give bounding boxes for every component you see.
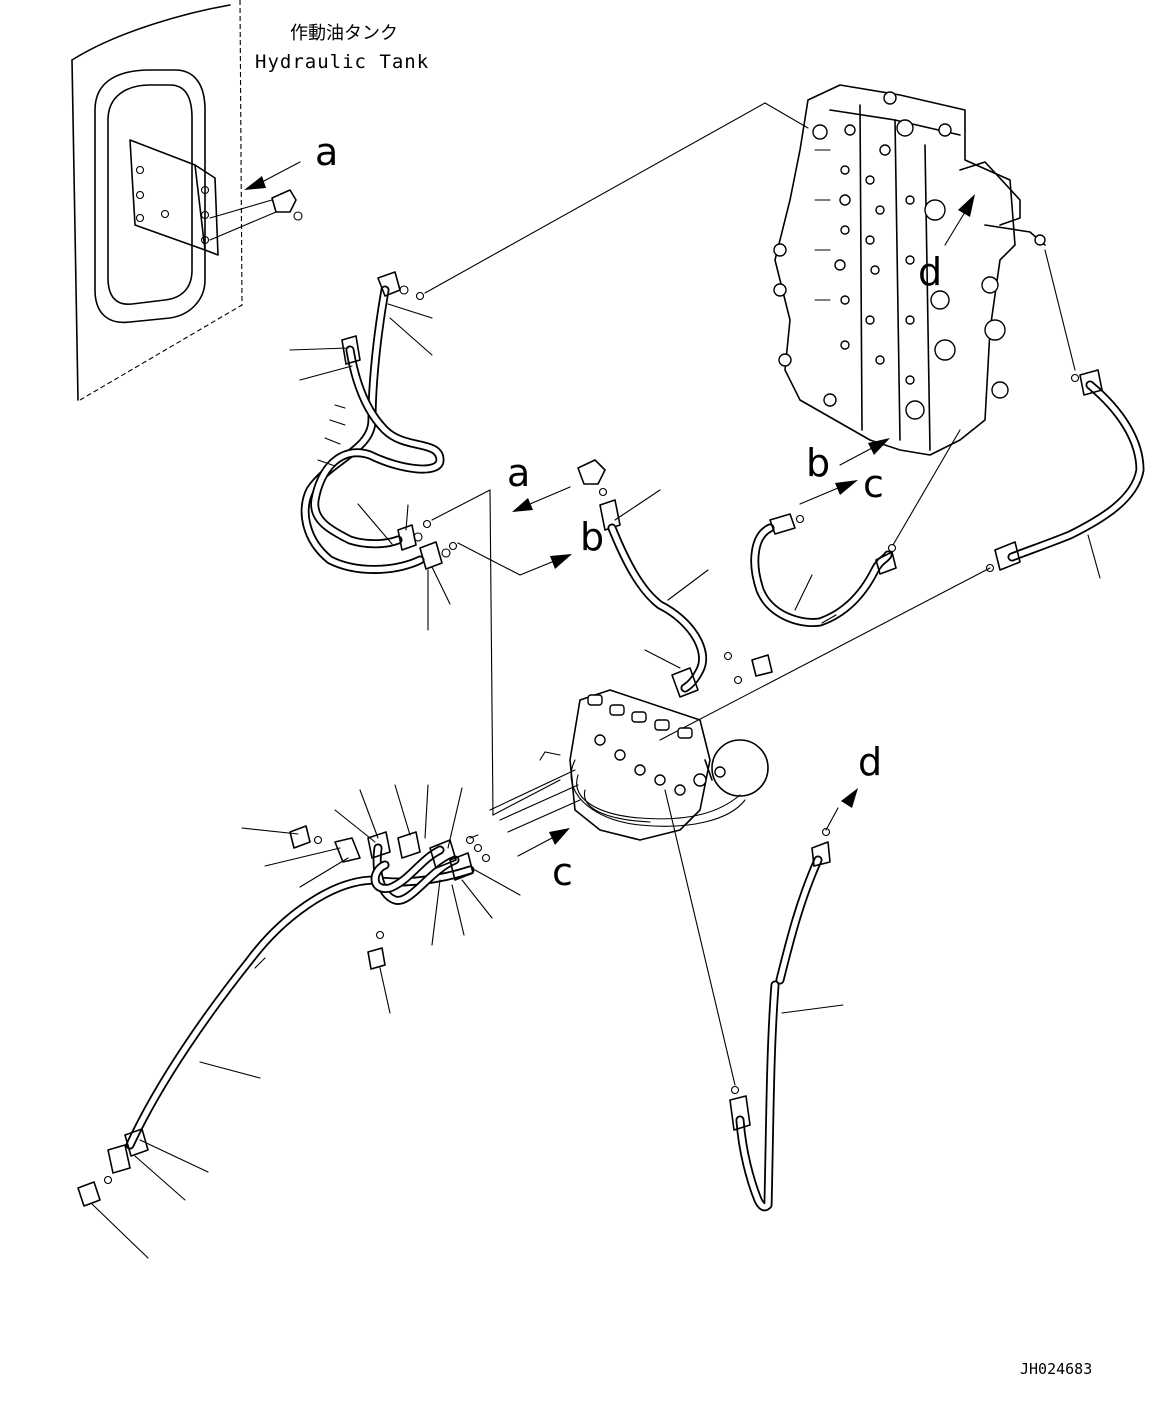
callout-d-upper: d [918,250,942,294]
main-control-valve [773,84,1046,456]
leader-lines-upper-left [289,303,451,631]
callout-c-upper: c [863,462,884,506]
lower-valve-block [539,689,769,1095]
tank-elbow-fitting [209,189,303,241]
callout-arrow-a-mid [512,486,571,512]
hose-mid-right [750,429,961,628]
callout-a-upper: a [315,130,338,174]
callout-arrow-b-upper [839,438,890,466]
callout-b-mid: b [580,515,604,559]
callout-arrow-c-lower [517,828,570,857]
hose-assembly-upper-left [300,271,458,574]
callout-d-lower: d [858,740,882,784]
callout-arrow-b-mid [457,542,572,576]
leader-lines-lower-left [91,784,521,1259]
callout-arrow-d-lower [841,788,858,808]
hose-right-long [659,249,1145,741]
leader-valve-to-hose [424,102,766,294]
drawing-code: JH024683 [1020,1360,1092,1378]
hose-mid-center [577,459,773,698]
callout-arrow-d-upper [944,194,975,246]
callout-a-mid: a [507,451,530,495]
leader-center-vertical [489,489,561,816]
hydraulic-tank [71,0,243,401]
callout-b-upper: b [806,441,830,485]
tank-label-jp: 作動油タンク [290,23,398,44]
callout-c-lower: c [552,850,573,894]
callout-arrow-a-upper [244,161,301,190]
callout-arrow-c-upper [799,480,858,505]
hose-assembly-lower-left [77,825,475,1207]
leader-lines-lower-center [465,769,581,863]
tank-label-en: Hydraulic Tank [255,51,429,73]
hose-lower-right [729,807,844,1212]
